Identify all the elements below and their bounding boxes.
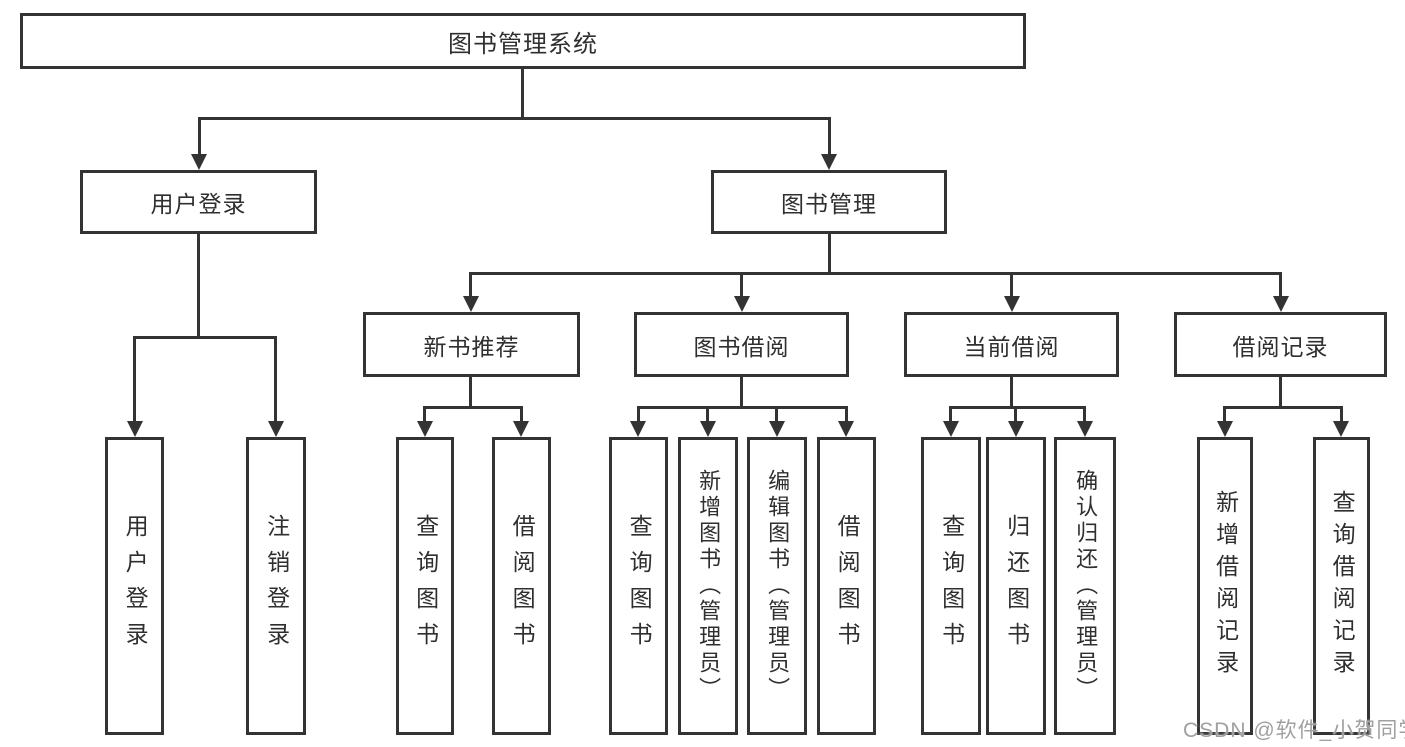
node-new-book-recommend: 新书推荐: [363, 312, 580, 377]
arrow-down-icon: [700, 421, 716, 437]
connector-book-borrow-down: [740, 377, 743, 409]
connector-borrow-record-down: [1279, 377, 1282, 409]
leaf-recommend-borrow-book-label: 借阅图书: [509, 514, 536, 658]
leaf-borrow-borrow-book: 借阅图书: [817, 437, 876, 735]
node-borrow-record: 借阅记录: [1174, 312, 1387, 377]
node-book-management: 图书管理: [711, 170, 947, 234]
leaf-record-query: 查询借阅记录: [1313, 437, 1370, 735]
node-user-login-label: 用户登录: [150, 191, 247, 217]
connector-drop: [949, 406, 952, 421]
arrow-down-icon: [1077, 421, 1093, 437]
arrow-down-icon: [943, 421, 959, 437]
node-current-borrow-label: 当前借阅: [963, 333, 1060, 360]
connector-current-borrow-down: [1010, 377, 1013, 409]
connector-drop: [133, 336, 136, 421]
leaf-recommend-query-book: 查询图书: [396, 437, 454, 735]
leaf-borrow-borrow-book-label: 借阅图书: [834, 514, 861, 658]
leaf-logout-login: 注销登录: [246, 437, 306, 735]
leaf-current-confirm-return-label: 确认归还（管理员）: [1073, 469, 1099, 703]
connector-level2-horizontal: [198, 117, 831, 120]
connector-user-login-horizontal: [133, 336, 277, 339]
leaf-borrow-query-book-label: 查询图书: [626, 514, 653, 658]
node-root-label: 图书管理系统: [448, 30, 598, 58]
connector-level3-horizontal: [469, 272, 1282, 275]
leaf-current-return-book-label: 归还图书: [1003, 514, 1030, 658]
arrow-down-icon: [127, 421, 143, 437]
connector-drop: [845, 406, 848, 421]
arrow-down-icon: [1273, 296, 1289, 312]
leaf-recommend-borrow-book: 借阅图书: [492, 437, 551, 735]
node-new-book-recommend-label: 新书推荐: [423, 333, 520, 360]
arrow-down-icon: [1004, 296, 1020, 312]
arrow-down-icon: [191, 154, 207, 170]
leaf-recommend-query-book-label: 查询图书: [412, 514, 439, 658]
arrow-down-icon: [769, 421, 785, 437]
connector-root-down: [521, 69, 524, 117]
node-current-borrow: 当前借阅: [904, 312, 1119, 377]
node-book-management-label: 图书管理: [781, 191, 877, 217]
arrow-down-icon: [1008, 421, 1024, 437]
leaf-borrow-query-book: 查询图书: [609, 437, 668, 735]
leaf-borrow-add-book: 新增图书（管理员）: [678, 437, 738, 735]
node-book-borrow-label: 图书借阅: [693, 333, 790, 360]
connector-drop: [1014, 406, 1017, 421]
connector-drop: [1083, 406, 1086, 421]
arrow-down-icon: [1333, 421, 1349, 437]
connector-drop: [706, 406, 709, 421]
arrow-down-icon: [513, 421, 529, 437]
arrow-down-icon: [268, 421, 284, 437]
connector-borrow-record-horizontal: [1223, 406, 1342, 409]
connector-drop: [1340, 406, 1343, 421]
arrow-down-icon: [417, 421, 433, 437]
leaf-current-return-book: 归还图书: [986, 437, 1046, 735]
leaf-borrow-edit-book-label: 编辑图书（管理员）: [765, 469, 791, 703]
connector-book-borrow-horizontal: [637, 406, 848, 409]
connector-current-borrow-horizontal: [949, 406, 1086, 409]
node-book-borrow: 图书借阅: [634, 312, 849, 377]
arrow-down-icon: [838, 421, 854, 437]
connector-drop: [740, 272, 743, 298]
leaf-record-query-label: 查询借阅记录: [1329, 490, 1356, 682]
connector-drop: [637, 406, 640, 421]
connector-drop: [1223, 406, 1226, 421]
node-user-login: 用户登录: [80, 170, 317, 234]
connector-book-management-down: [828, 234, 831, 275]
leaf-current-confirm-return: 确认归还（管理员）: [1054, 437, 1116, 735]
arrow-down-icon: [463, 296, 479, 312]
leaf-record-add: 新增借阅记录: [1197, 437, 1253, 735]
connector-recommend-down: [469, 377, 472, 409]
csdn-watermark: CSDN @软件_小贺同学: [1183, 719, 1405, 742]
leaf-current-query-book: 查询图书: [921, 437, 981, 735]
leaf-borrow-add-book-label: 新增图书（管理员）: [696, 469, 722, 703]
leaf-borrow-edit-book: 编辑图书（管理员）: [747, 437, 807, 735]
connector-drop: [469, 272, 472, 298]
connector-drop: [775, 406, 778, 421]
connector-recommend-horizontal: [423, 406, 523, 409]
connector-drop: [520, 406, 523, 421]
leaf-current-query-book-label: 查询图书: [938, 514, 965, 658]
leaf-user-login: 用户登录: [105, 437, 164, 735]
leaf-user-login-label: 用户登录: [122, 514, 149, 658]
connector-drop: [1010, 272, 1013, 298]
node-borrow-record-label: 借阅记录: [1232, 333, 1329, 360]
leaf-record-add-label: 新增借阅记录: [1212, 490, 1239, 682]
arrow-down-icon: [630, 421, 646, 437]
connector-user-login-down: [197, 234, 200, 339]
connector-drop: [1279, 272, 1282, 298]
connector-drop-user-login: [198, 117, 201, 157]
connector-drop: [274, 336, 277, 421]
arrow-down-icon: [821, 154, 837, 170]
node-root: 图书管理系统: [20, 13, 1026, 69]
connector-drop: [423, 406, 426, 421]
arrow-down-icon: [734, 296, 750, 312]
arrow-down-icon: [1217, 421, 1233, 437]
leaf-logout-login-label: 注销登录: [263, 514, 290, 658]
connector-drop-book-management: [828, 117, 831, 155]
